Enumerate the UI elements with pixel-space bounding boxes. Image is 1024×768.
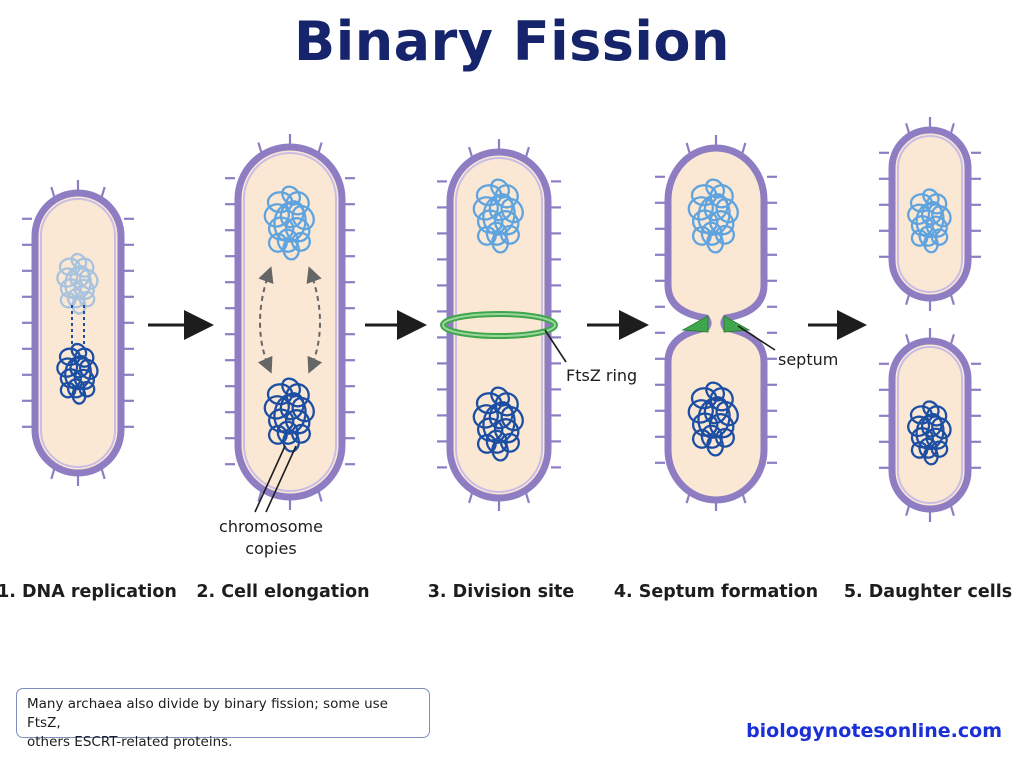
stage5-daughter-top xyxy=(879,117,981,311)
stage5-daughter-bottom xyxy=(879,328,981,522)
chromosome-pointer-2 xyxy=(265,445,297,513)
stage3-cell xyxy=(437,139,567,511)
stage5-dna-bottom xyxy=(907,400,952,466)
stage4-dna-top xyxy=(687,178,739,254)
stage2-dna-top xyxy=(263,185,315,261)
chromosome-pointer-1 xyxy=(254,445,286,513)
septum-label: septum xyxy=(778,350,839,369)
stage-label-5: 5. Daughter cells xyxy=(843,582,1013,602)
stage1-flagella xyxy=(22,180,134,486)
septum-pointer xyxy=(737,325,776,351)
page-title: Binary Fission xyxy=(294,10,730,73)
chromosome-copies-label: chromosome copies xyxy=(219,517,323,558)
stage2-cell xyxy=(225,134,355,513)
archaea-note-box: Many archaea also divide by binary fissi… xyxy=(16,688,430,750)
stage-label-2: 2. Cell elongation xyxy=(196,582,370,602)
stage-label-3: 3. Division site xyxy=(427,582,575,602)
stage2-separation-arrow-right xyxy=(306,266,323,374)
stage4-dna-bottom xyxy=(687,381,739,457)
stage3-dna-bottom xyxy=(472,386,524,462)
septum-left xyxy=(681,315,709,333)
note-line-1: Many archaea also divide by binary fissi… xyxy=(27,696,388,731)
stage5-dna-top xyxy=(907,188,952,254)
ftsz-pointer xyxy=(544,329,567,363)
stage4-cell xyxy=(655,135,777,511)
website-credit: biologynotesonline.com xyxy=(746,720,1002,742)
stage2-dna-bottom xyxy=(263,377,315,453)
note-line-2: others ESCRT-related proteins. xyxy=(27,734,233,750)
septum-right xyxy=(723,315,751,333)
stage-label-4: 4. Septum formation xyxy=(613,582,819,602)
stage3-dna-top xyxy=(472,178,524,254)
stage1-cell-wall xyxy=(31,189,125,477)
ftsz-ring-label: FtsZ ring xyxy=(566,366,638,385)
stage2-separation-arrow-left xyxy=(257,266,274,374)
stage-label-1: 1. DNA replication xyxy=(0,582,177,602)
stage1-cell xyxy=(22,180,134,486)
stage1-dna-copy xyxy=(56,342,99,405)
